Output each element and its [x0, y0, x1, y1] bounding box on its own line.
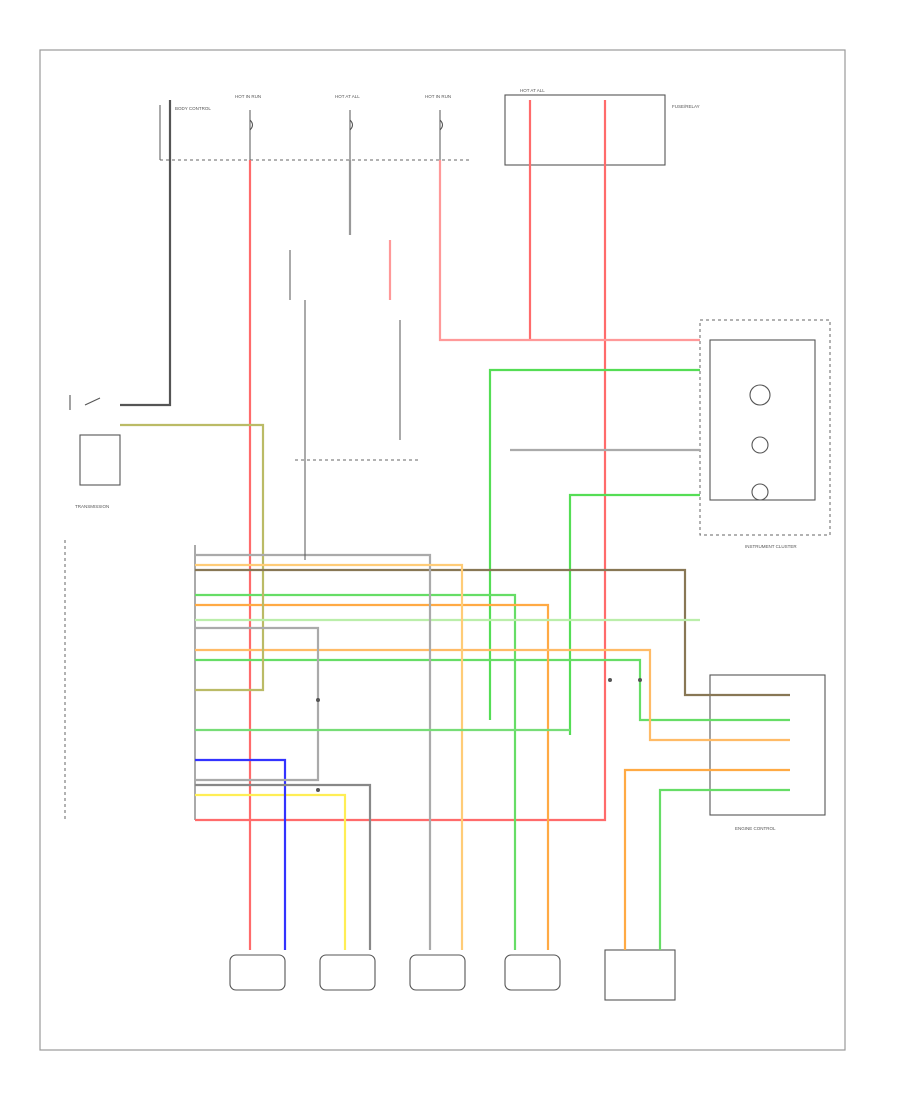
fuse-3-icon	[439, 110, 444, 160]
wire-green-5	[658, 788, 790, 950]
svg-text:HOT IN RUN: HOT IN RUN	[235, 94, 261, 99]
wire-green-3	[195, 658, 790, 722]
wire-gray-3	[195, 626, 320, 782]
wire-yellow	[195, 793, 347, 950]
gauge-icon-1	[749, 384, 771, 406]
svg-text:BODY CONTROL: BODY CONTROL	[175, 106, 211, 111]
svg-text:ENGINE CONTROL: ENGINE CONTROL	[735, 826, 776, 831]
gauge-icon-2	[751, 436, 769, 454]
wire-green-1	[488, 368, 700, 720]
svg-text:HOT AT ALL: HOT AT ALL	[520, 88, 545, 93]
range-switch: TRANSMISSION	[69, 395, 121, 509]
wire-green-4	[195, 593, 517, 950]
svg-text:HOT AT ALL: HOT AT ALL	[335, 94, 360, 99]
relay-box: ENGINE CONTROL	[709, 674, 826, 831]
wire-green-2	[568, 493, 700, 735]
svg-text:FUSE/RELAY: FUSE/RELAY	[672, 104, 700, 109]
wire-blue	[195, 758, 287, 950]
wire-pink	[438, 160, 700, 342]
fuse-2-icon	[349, 110, 354, 160]
wire-orange-3	[195, 648, 790, 742]
svg-text:HOT IN RUN: HOT IN RUN	[425, 94, 451, 99]
splice-points	[316, 678, 642, 792]
sensor-2-icon	[319, 954, 376, 991]
wire-gray-2	[195, 783, 372, 950]
tcm-block	[64, 540, 196, 820]
wire-gray-1	[195, 553, 432, 950]
fuse-box-bottom	[604, 949, 676, 1001]
sensor-3-icon	[409, 954, 466, 991]
diagram-border	[39, 49, 846, 1051]
svg-text:TRANSMISSION: TRANSMISSION	[75, 504, 109, 509]
wire-orange-1	[195, 603, 550, 950]
brake-switch	[289, 250, 420, 560]
wire-orangeyellow	[195, 563, 464, 950]
svg-text:INSTRUMENT CLUSTER: INSTRUMENT CLUSTER	[745, 544, 797, 549]
sensor-group	[229, 949, 676, 1001]
instrument-cluster: INSTRUMENT CLUSTER	[699, 319, 831, 549]
sensor-4-icon	[504, 954, 561, 991]
fuse-1-icon	[249, 110, 254, 160]
wire-olive	[120, 423, 265, 692]
wire-black	[120, 100, 172, 407]
gauge-icon-3	[751, 483, 769, 501]
sensor-1-icon	[229, 954, 286, 991]
wire-brown	[195, 568, 790, 697]
fuse-row-top: BODY CONTROL HOT IN RUN HOT AT ALL HOT I…	[159, 88, 700, 166]
wire-orange-2	[623, 768, 790, 950]
fuse-relay-box	[504, 94, 666, 166]
